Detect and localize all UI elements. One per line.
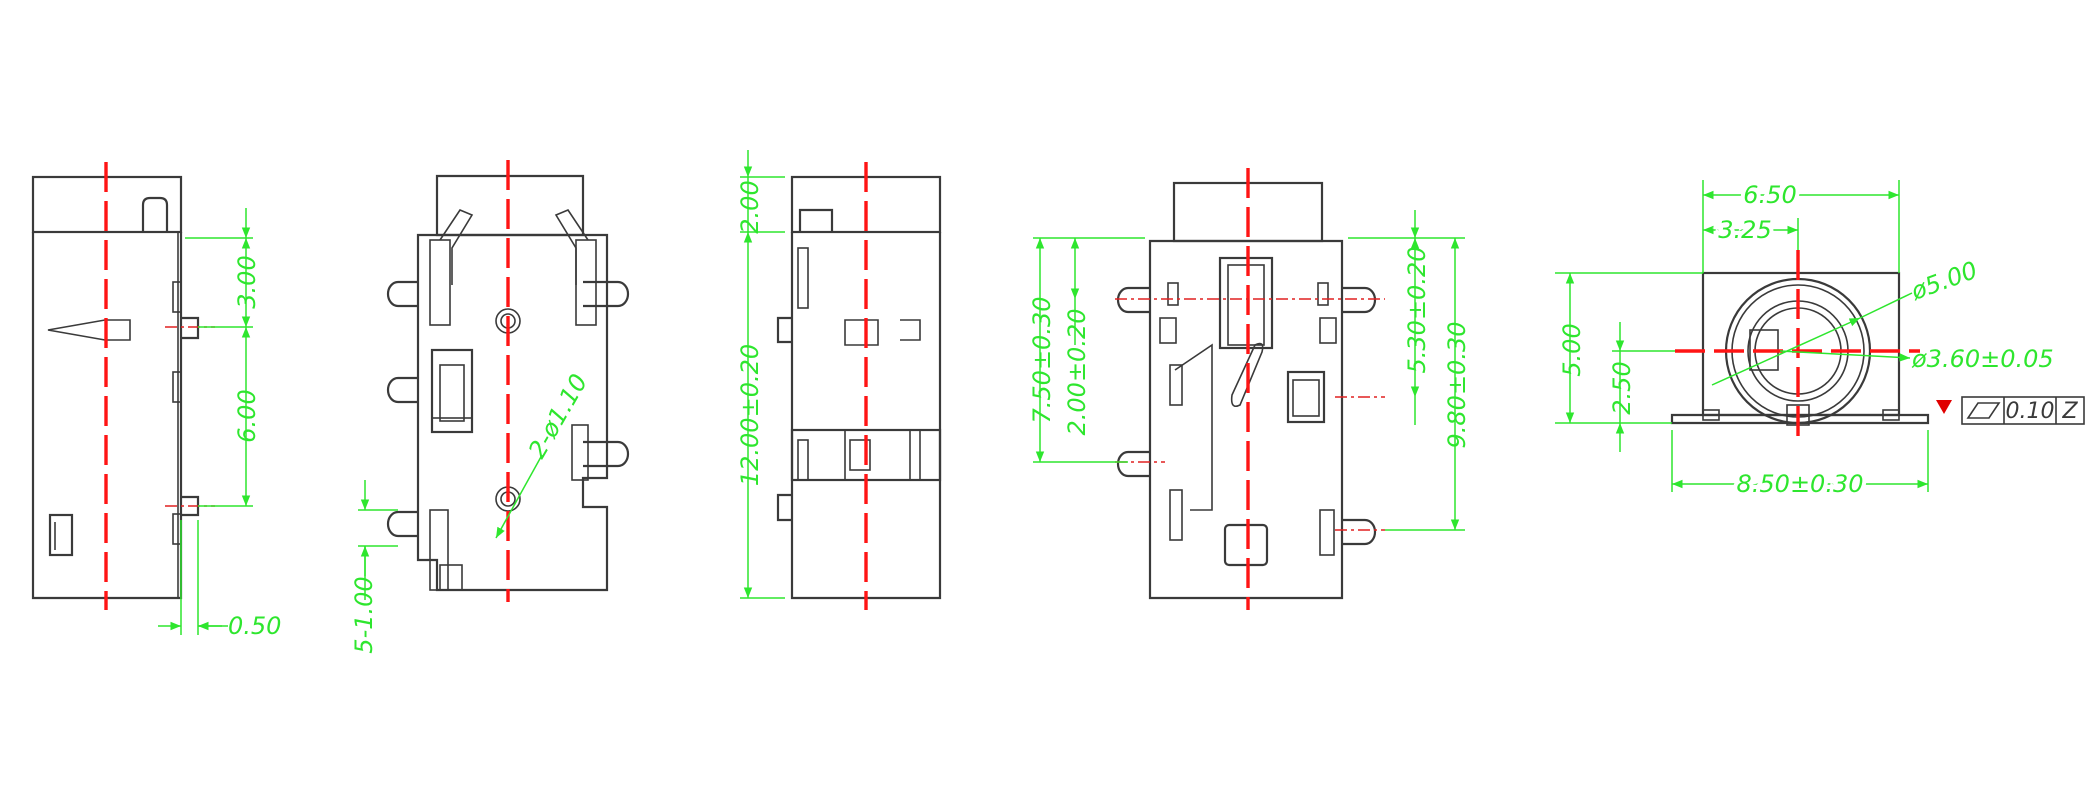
dim-0-50: 0.50 <box>228 612 281 640</box>
dim-5-00: 5.00 <box>1558 323 1586 376</box>
dim-6-00: 6.00 <box>233 389 261 442</box>
dim-inner-diameter: ø3.60±0.05 <box>1911 345 2054 373</box>
view-bottom: 7.50±0.30 2.00±0.20 5.30±0.20 9.80±0.30 <box>1028 168 1471 610</box>
dim-2-50: 2.50 <box>1608 361 1636 414</box>
dim-3-00: 3.00 <box>233 255 261 308</box>
view-top: 2-ø1.10 5-1.00 <box>350 160 630 654</box>
dim-pitch: 5-1.00 <box>350 576 378 653</box>
dim-5-30: 5.30±0.20 <box>1403 247 1431 374</box>
view-front: 2.00 12.00±0.20 <box>736 150 942 610</box>
dim-hole-callout: 2-ø1.10 <box>523 369 593 463</box>
dim-3-25: 3.25 <box>1718 216 1771 244</box>
dim-7-50: 7.50±0.30 <box>1028 297 1056 424</box>
view-side-left: 3.00 6.00 0.50 <box>31 162 281 640</box>
view-end: 6.50 3.25 5.00 2.50 ø5.00 ø3.60±0.05 8.5… <box>1555 177 2085 502</box>
dim-9-80: 9.80±0.30 <box>1443 322 1471 449</box>
tolerance-value: 0.10 <box>2006 399 2055 424</box>
flatness-symbol-icon <box>1966 402 2001 419</box>
dim-12-00: 12.00±0.20 <box>736 344 764 486</box>
dim-2-00-top: 2.00 <box>736 180 764 233</box>
datum-letter: Z <box>2061 399 2078 424</box>
dim-outer-diameter: ø5.00 <box>1907 256 1982 306</box>
datum-triangle-icon <box>1936 400 1952 414</box>
dim-2-00-side: 2.00±0.20 <box>1063 309 1091 436</box>
flatness-tolerance-frame: 0.10 Z <box>1936 396 2085 425</box>
dim-8-50: 8.50±0.30 <box>1737 470 1864 498</box>
dim-6-50: 6.50 <box>1743 181 1796 209</box>
